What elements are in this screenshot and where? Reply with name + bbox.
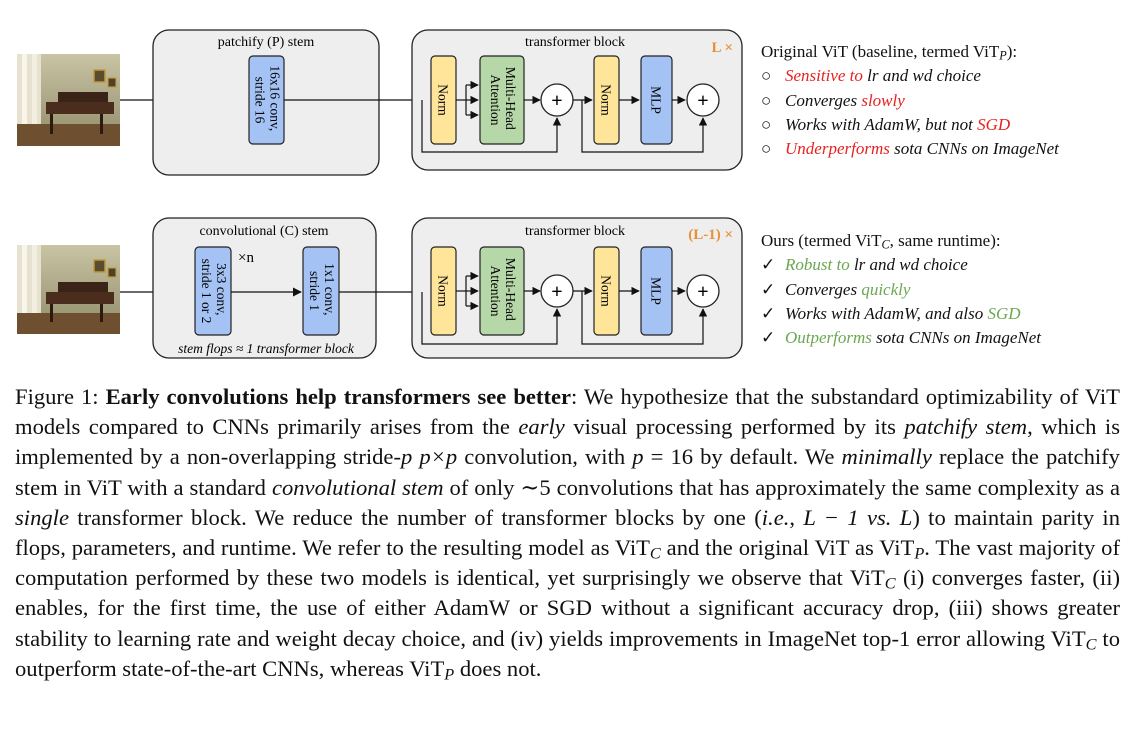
transformer-block-title-bottom: transformer block xyxy=(525,224,625,239)
patchify-stem-panel: patchify (P) stem 16x16 conv, stride 16 xyxy=(152,29,380,176)
legend-bottom-item-2: ✓Converges quickly xyxy=(761,278,1041,302)
plus-sign: + xyxy=(551,90,562,112)
figure-caption: Figure 1: Early convolutions help transf… xyxy=(15,382,1120,684)
residual-add-b2 xyxy=(686,274,720,308)
transformer-block-title: transformer block xyxy=(525,35,625,50)
repeat-n-label: ×n xyxy=(238,250,254,266)
norm-label: Norm xyxy=(436,84,451,116)
legend-top-item-1: ○Sensitive to lr and wd choice xyxy=(761,64,1059,88)
circle-bullet-icon: ○ xyxy=(761,90,772,110)
input-image-bottom xyxy=(17,245,120,334)
conv-3x3-stride: stride 1 or 2 xyxy=(199,259,214,324)
circle-bullet-icon: ○ xyxy=(761,66,772,86)
caption-paragraph: Figure 1: Early convolutions help transf… xyxy=(15,384,1121,684)
patchify-stem-title: patchify (P) stem xyxy=(218,35,315,50)
legend-bottom-item-1: ✓Robust to lr and wd choice xyxy=(761,253,1041,277)
legend-top-item-3: ○Works with AdamW, but not SGD xyxy=(761,113,1059,137)
mha-label-b-line1: Multi-Head xyxy=(503,258,518,321)
svg-text:Multi-Head Attention: Multi-Head Attention xyxy=(488,258,518,324)
mha-label-line1: Multi-Head xyxy=(503,67,518,130)
svg-text:3x3 conv, stride 1 or 2: 3x3 conv, stride 1 or 2 xyxy=(199,259,229,324)
norm-label-b2: Norm xyxy=(599,275,614,307)
conv-3x3-label: 3x3 conv, xyxy=(214,263,229,315)
transformer-block-panel-top: transformer block L × Norm Multi-Head At… xyxy=(411,29,743,171)
legend-top-heading: Original ViT (baseline, termed ViTP): xyxy=(761,42,1018,63)
legend-bottom-heading: Ours (termed ViTC, same runtime): xyxy=(761,231,1001,252)
circle-bullet-icon: ○ xyxy=(761,139,772,159)
svg-text:Multi-Head Attention: Multi-Head Attention xyxy=(488,67,518,133)
caption-bold-title: Early convolutions help transformers see… xyxy=(105,384,572,409)
legend-bottom-item-4: ✓Outperforms sota CNNs on ImageNet xyxy=(761,326,1041,350)
plus-sign-2: + xyxy=(697,90,708,112)
svg-text:16x16 conv, stride 16: 16x16 conv, stride 16 xyxy=(253,65,283,134)
architecture-diagram: patchify (P) stem 16x16 conv, stride 16 … xyxy=(17,29,743,359)
legend-bottom-item-3: ✓Works with AdamW, and also SGD xyxy=(761,302,1041,326)
figure-label: Figure 1: xyxy=(15,384,106,409)
conv-stem-title: convolutional (C) stem xyxy=(199,224,328,239)
patchify-conv-label: 16x16 conv, xyxy=(268,65,283,131)
convolutional-stem-panel: convolutional (C) stem 3x3 conv, stride … xyxy=(152,217,377,359)
checkmark-icon: ✓ xyxy=(761,279,776,299)
legend-top-item-4: ○Underperforms sota CNNs on ImageNet xyxy=(761,137,1059,161)
transformer-block-panel-bottom: transformer block (L-1) × Norm Multi-Hea… xyxy=(411,217,743,359)
conv-3x3-block xyxy=(194,246,232,336)
checkmark-icon: ✓ xyxy=(761,303,776,323)
repeat-count-label-bottom: (L-1) × xyxy=(688,227,733,243)
legend-top-item-2: ○Converges slowly xyxy=(761,89,1059,113)
conv-1x1-label: 1x1 conv, xyxy=(322,263,337,315)
circle-bullet-icon: ○ xyxy=(761,114,772,134)
conv-1x1-stride: stride 1 xyxy=(307,271,322,311)
plus-sign-b2: + xyxy=(697,281,708,303)
checkmark-icon: ✓ xyxy=(761,328,776,348)
stem-flops-note: stem flops ≈ 1 transformer block xyxy=(178,341,355,356)
mha-label-b-line2: Attention xyxy=(488,266,503,317)
legend-original-vit: Original ViT (baseline, termed ViTP): ○S… xyxy=(761,40,1059,161)
norm-label-2: Norm xyxy=(599,84,614,116)
legend-ours: Ours (termed ViTC, same runtime): ✓Robus… xyxy=(761,229,1041,350)
input-image-top xyxy=(17,54,120,146)
svg-text:1x1 conv, stride 1: 1x1 conv, stride 1 xyxy=(307,263,337,319)
conv-1x1-block xyxy=(302,246,340,336)
norm-label-b1: Norm xyxy=(436,275,451,307)
mlp-label-b: MLP xyxy=(649,277,664,305)
residual-add-2 xyxy=(686,83,720,117)
mha-label-line2: Attention xyxy=(488,75,503,126)
checkmark-icon: ✓ xyxy=(761,255,776,275)
patchify-conv-stride: stride 16 xyxy=(253,77,268,124)
mlp-label: MLP xyxy=(649,86,664,114)
plus-sign-b1: + xyxy=(551,281,562,303)
repeat-count-label: L × xyxy=(712,40,733,56)
